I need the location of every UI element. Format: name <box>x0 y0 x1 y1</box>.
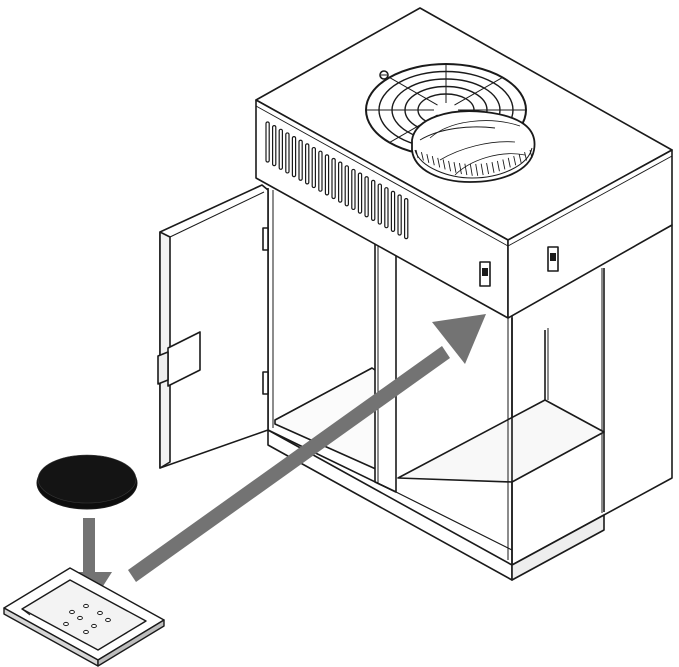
fan-grille-spoke <box>454 77 503 106</box>
cabinet-door[interactable] <box>157 184 269 469</box>
vent-slot <box>278 128 284 170</box>
tray-hole <box>83 629 89 635</box>
fan-housing-rib <box>464 163 468 176</box>
door-hinge-bottom <box>262 371 269 395</box>
door-panel[interactable] <box>159 184 269 469</box>
fan-housing-rib <box>529 149 533 159</box>
vent-slot <box>351 168 356 211</box>
vent-slot <box>390 190 396 232</box>
tray-hole <box>63 621 69 627</box>
switch-left[interactable] <box>479 261 491 287</box>
fan-housing-rib <box>507 157 511 168</box>
fan[interactable] <box>365 63 536 183</box>
fan-housing-rib <box>502 159 506 170</box>
vent-slot <box>285 132 290 174</box>
tray-hole <box>91 623 97 629</box>
vent-slot <box>265 121 270 163</box>
vent-slot <box>311 146 317 189</box>
fan-housing-rib <box>458 162 462 175</box>
vent-slot <box>272 125 277 167</box>
fan-housing-rib <box>437 157 441 168</box>
vent-slot <box>291 136 297 178</box>
vent-slot <box>404 198 409 240</box>
tray-hole <box>105 617 111 623</box>
tray[interactable] <box>3 567 165 667</box>
vent-slot <box>298 139 303 181</box>
fan-housing-rib <box>518 154 522 163</box>
tray-hole <box>83 603 89 609</box>
fan-housing-rib <box>415 149 419 159</box>
fan-housing <box>411 110 536 183</box>
vent-slot <box>324 154 330 196</box>
fan-housing-rib <box>480 163 484 176</box>
disc-pad[interactable] <box>36 454 138 510</box>
fan-housing-rib <box>491 162 495 173</box>
fan-housing-rib <box>496 160 500 172</box>
vent-slot <box>338 161 343 203</box>
vent-slot <box>331 157 336 200</box>
vent-slot <box>377 183 383 225</box>
tray-holes <box>63 603 111 635</box>
vent-slot <box>344 165 350 207</box>
door-hinge-top <box>262 227 269 251</box>
vent-slot <box>364 176 369 218</box>
fan-housing-rib <box>513 155 517 166</box>
vent-slot <box>397 194 402 236</box>
fan-housing-rib <box>453 162 457 173</box>
tray-hole <box>97 610 103 616</box>
fan-housing-rib <box>442 159 446 170</box>
fan-screw <box>379 70 389 80</box>
fan-housing-rib <box>524 151 528 161</box>
vent-slots <box>265 121 409 240</box>
fan-grille-spoke <box>389 77 438 106</box>
switch-right[interactable] <box>547 246 559 272</box>
arrow-tray-to-unit <box>128 314 486 582</box>
vent-slot <box>371 179 376 221</box>
fan-housing-rib <box>486 162 490 175</box>
cabinet-right-floor <box>397 399 605 483</box>
fan-housing-rib <box>448 160 452 172</box>
top-unit-right-face <box>507 149 673 319</box>
tray-hole <box>77 615 83 621</box>
fan-housing-rib <box>469 163 473 176</box>
fan-housing-rib <box>426 154 430 163</box>
vent-slot <box>318 150 323 192</box>
tray-hole <box>69 609 75 615</box>
cabinet <box>267 188 673 581</box>
vent-slot <box>305 143 310 185</box>
vent-slot <box>384 187 389 229</box>
vent-slot <box>357 172 363 214</box>
fan-housing-rib <box>475 163 479 176</box>
fan-housing-rib <box>420 151 424 161</box>
door-edge <box>159 231 171 469</box>
fan-housing-rib <box>431 155 435 166</box>
